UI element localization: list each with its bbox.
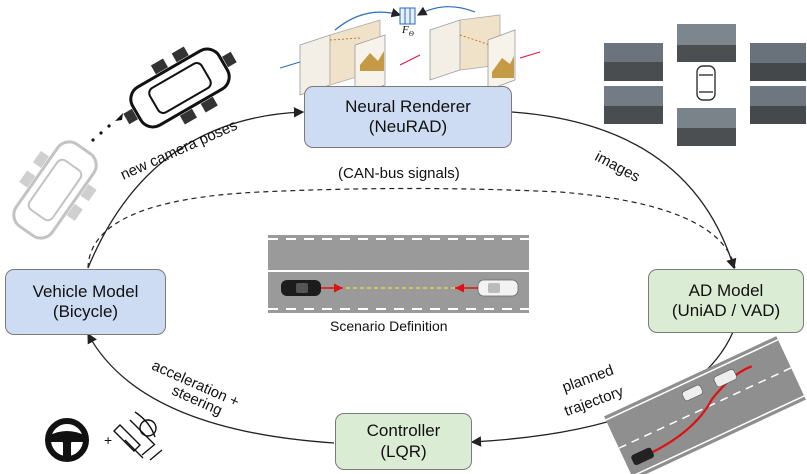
arc-vehicle-to-renderer bbox=[87, 107, 305, 269]
neural-renderer-node[interactable]: Neural Renderer (NeuRAD) bbox=[304, 86, 512, 148]
arc-renderer-to-ad bbox=[511, 111, 737, 270]
renderer-illustration bbox=[279, 6, 541, 96]
scenario-caption: Scenario Definition bbox=[330, 318, 448, 334]
neural-renderer-title: Neural Renderer bbox=[345, 96, 471, 116]
ego-car-icon bbox=[281, 280, 321, 296]
plus-sign: + bbox=[104, 432, 113, 448]
arc-controller-to-vehicle bbox=[87, 332, 335, 444]
controller-title: Controller bbox=[366, 421, 441, 441]
ad-model-title: AD Model bbox=[688, 280, 764, 300]
faded-camera-rig-car-icon bbox=[12, 140, 98, 240]
ad-model-subtitle: (UniAD / VAD) bbox=[671, 301, 781, 320]
formula-symbol: F bbox=[402, 24, 409, 36]
neural-renderer-subtitle: (NeuRAD) bbox=[368, 117, 448, 136]
formula-subscript: Θ bbox=[408, 30, 414, 39]
camera-rig-car-icon bbox=[123, 46, 237, 129]
pedals-icon bbox=[113, 411, 163, 461]
controller-subtitle: (LQR) bbox=[380, 441, 427, 461]
vehicle-model-title: Vehicle Model bbox=[32, 281, 139, 301]
can-bus-label: (CAN-bus signals) bbox=[338, 165, 460, 182]
ad-model-node[interactable]: AD Model (UniAD / VAD) bbox=[648, 269, 804, 333]
oncoming-car-icon bbox=[477, 279, 519, 297]
controller-node[interactable]: Controller (LQR) bbox=[335, 413, 472, 470]
renderer-formula: FΘ bbox=[402, 24, 414, 38]
motion-dots bbox=[91, 113, 123, 142]
car-topview-icon bbox=[696, 65, 716, 101]
vehicle-model-subtitle: (Bicycle) bbox=[52, 302, 119, 321]
scenario-road-image bbox=[268, 235, 529, 313]
arc-can-bus bbox=[87, 187, 736, 269]
mlp-network-icon bbox=[399, 7, 416, 25]
planned-trajectory-image bbox=[604, 336, 806, 474]
vehicle-model-node[interactable]: Vehicle Model (Bicycle) bbox=[5, 269, 166, 335]
camera-images-grid bbox=[604, 24, 806, 146]
steering-wheel-icon bbox=[45, 418, 89, 462]
